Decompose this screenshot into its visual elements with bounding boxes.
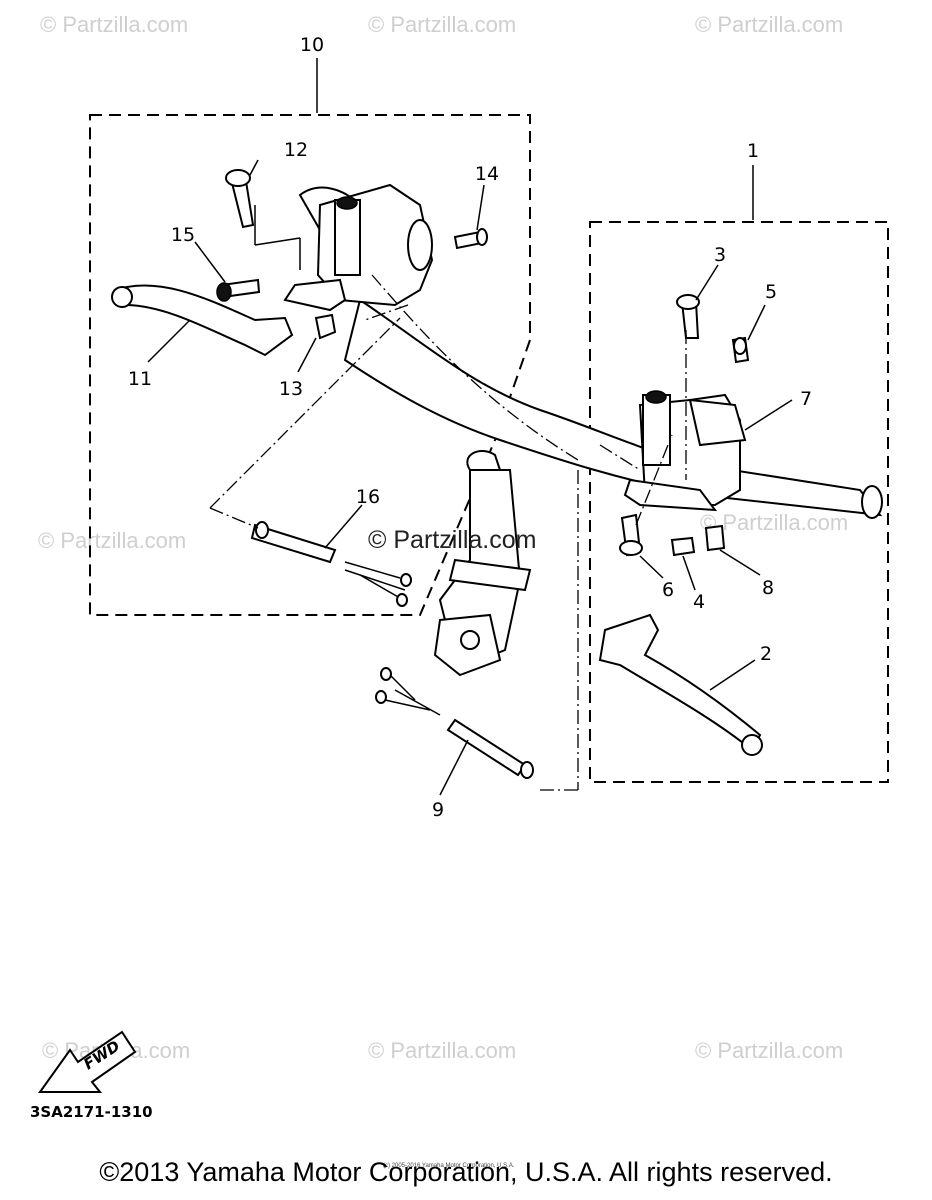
callout-9: 9 — [432, 799, 444, 821]
left-cable — [250, 521, 412, 607]
callout-labels: 10 1 12 14 15 11 13 3 5 7 16 6 4 8 2 9 — [128, 34, 812, 821]
callout-11: 11 — [128, 368, 152, 390]
callout-14: 14 — [475, 163, 499, 185]
left-fasteners — [216, 169, 488, 340]
left-lever-holder — [283, 183, 434, 312]
callout-15: 15 — [171, 224, 195, 246]
watermark-mid-right: © Partzilla.com — [700, 510, 848, 535]
callout-8: 8 — [762, 577, 774, 599]
watermark-top-left: © Partzilla.com — [40, 12, 188, 37]
watermark-bottom-right: © Partzilla.com — [695, 1038, 843, 1063]
callout-13: 13 — [279, 378, 303, 400]
leader-lines — [147, 58, 793, 796]
watermark-layer: © Partzilla.com © Partzilla.com © Partzi… — [38, 12, 848, 1063]
watermark-mid-left: © Partzilla.com — [38, 528, 186, 553]
watermark-top-center: © Partzilla.com — [368, 12, 516, 37]
callout-2: 2 — [760, 643, 772, 665]
watermark-bottom-center: © Partzilla.com — [368, 1038, 516, 1063]
callout-3: 3 — [714, 244, 726, 266]
left-clutch-lever — [111, 284, 294, 357]
callout-4: 4 — [693, 591, 705, 613]
watermark-center: © Partzilla.com — [368, 526, 536, 554]
right-lever-holder — [623, 390, 747, 512]
right-brake-lever — [598, 613, 763, 756]
right-fasteners — [619, 294, 750, 557]
callout-7: 7 — [800, 388, 812, 410]
callout-16: 16 — [356, 486, 380, 508]
callout-12: 12 — [284, 139, 308, 161]
dash-dot-lines — [209, 274, 687, 791]
callout-6: 6 — [662, 579, 674, 601]
callout-10: 10 — [300, 34, 324, 56]
copyright-notice: ©2013 Yamaha Motor Corporation, U.S.A. A… — [99, 1157, 833, 1187]
assembly-box-right — [589, 221, 889, 783]
assembly-box-left — [89, 114, 531, 616]
right-cable — [375, 667, 534, 779]
callout-1: 1 — [747, 140, 759, 162]
fine-print: (c) 2005-2016 Yamaha Motor Corporation, … — [383, 1163, 515, 1169]
callout-5: 5 — [765, 281, 777, 303]
watermark-top-right: © Partzilla.com — [695, 12, 843, 37]
diagram-part-code: 3SA2171-1310 — [30, 1103, 153, 1121]
steering-column — [433, 450, 532, 677]
